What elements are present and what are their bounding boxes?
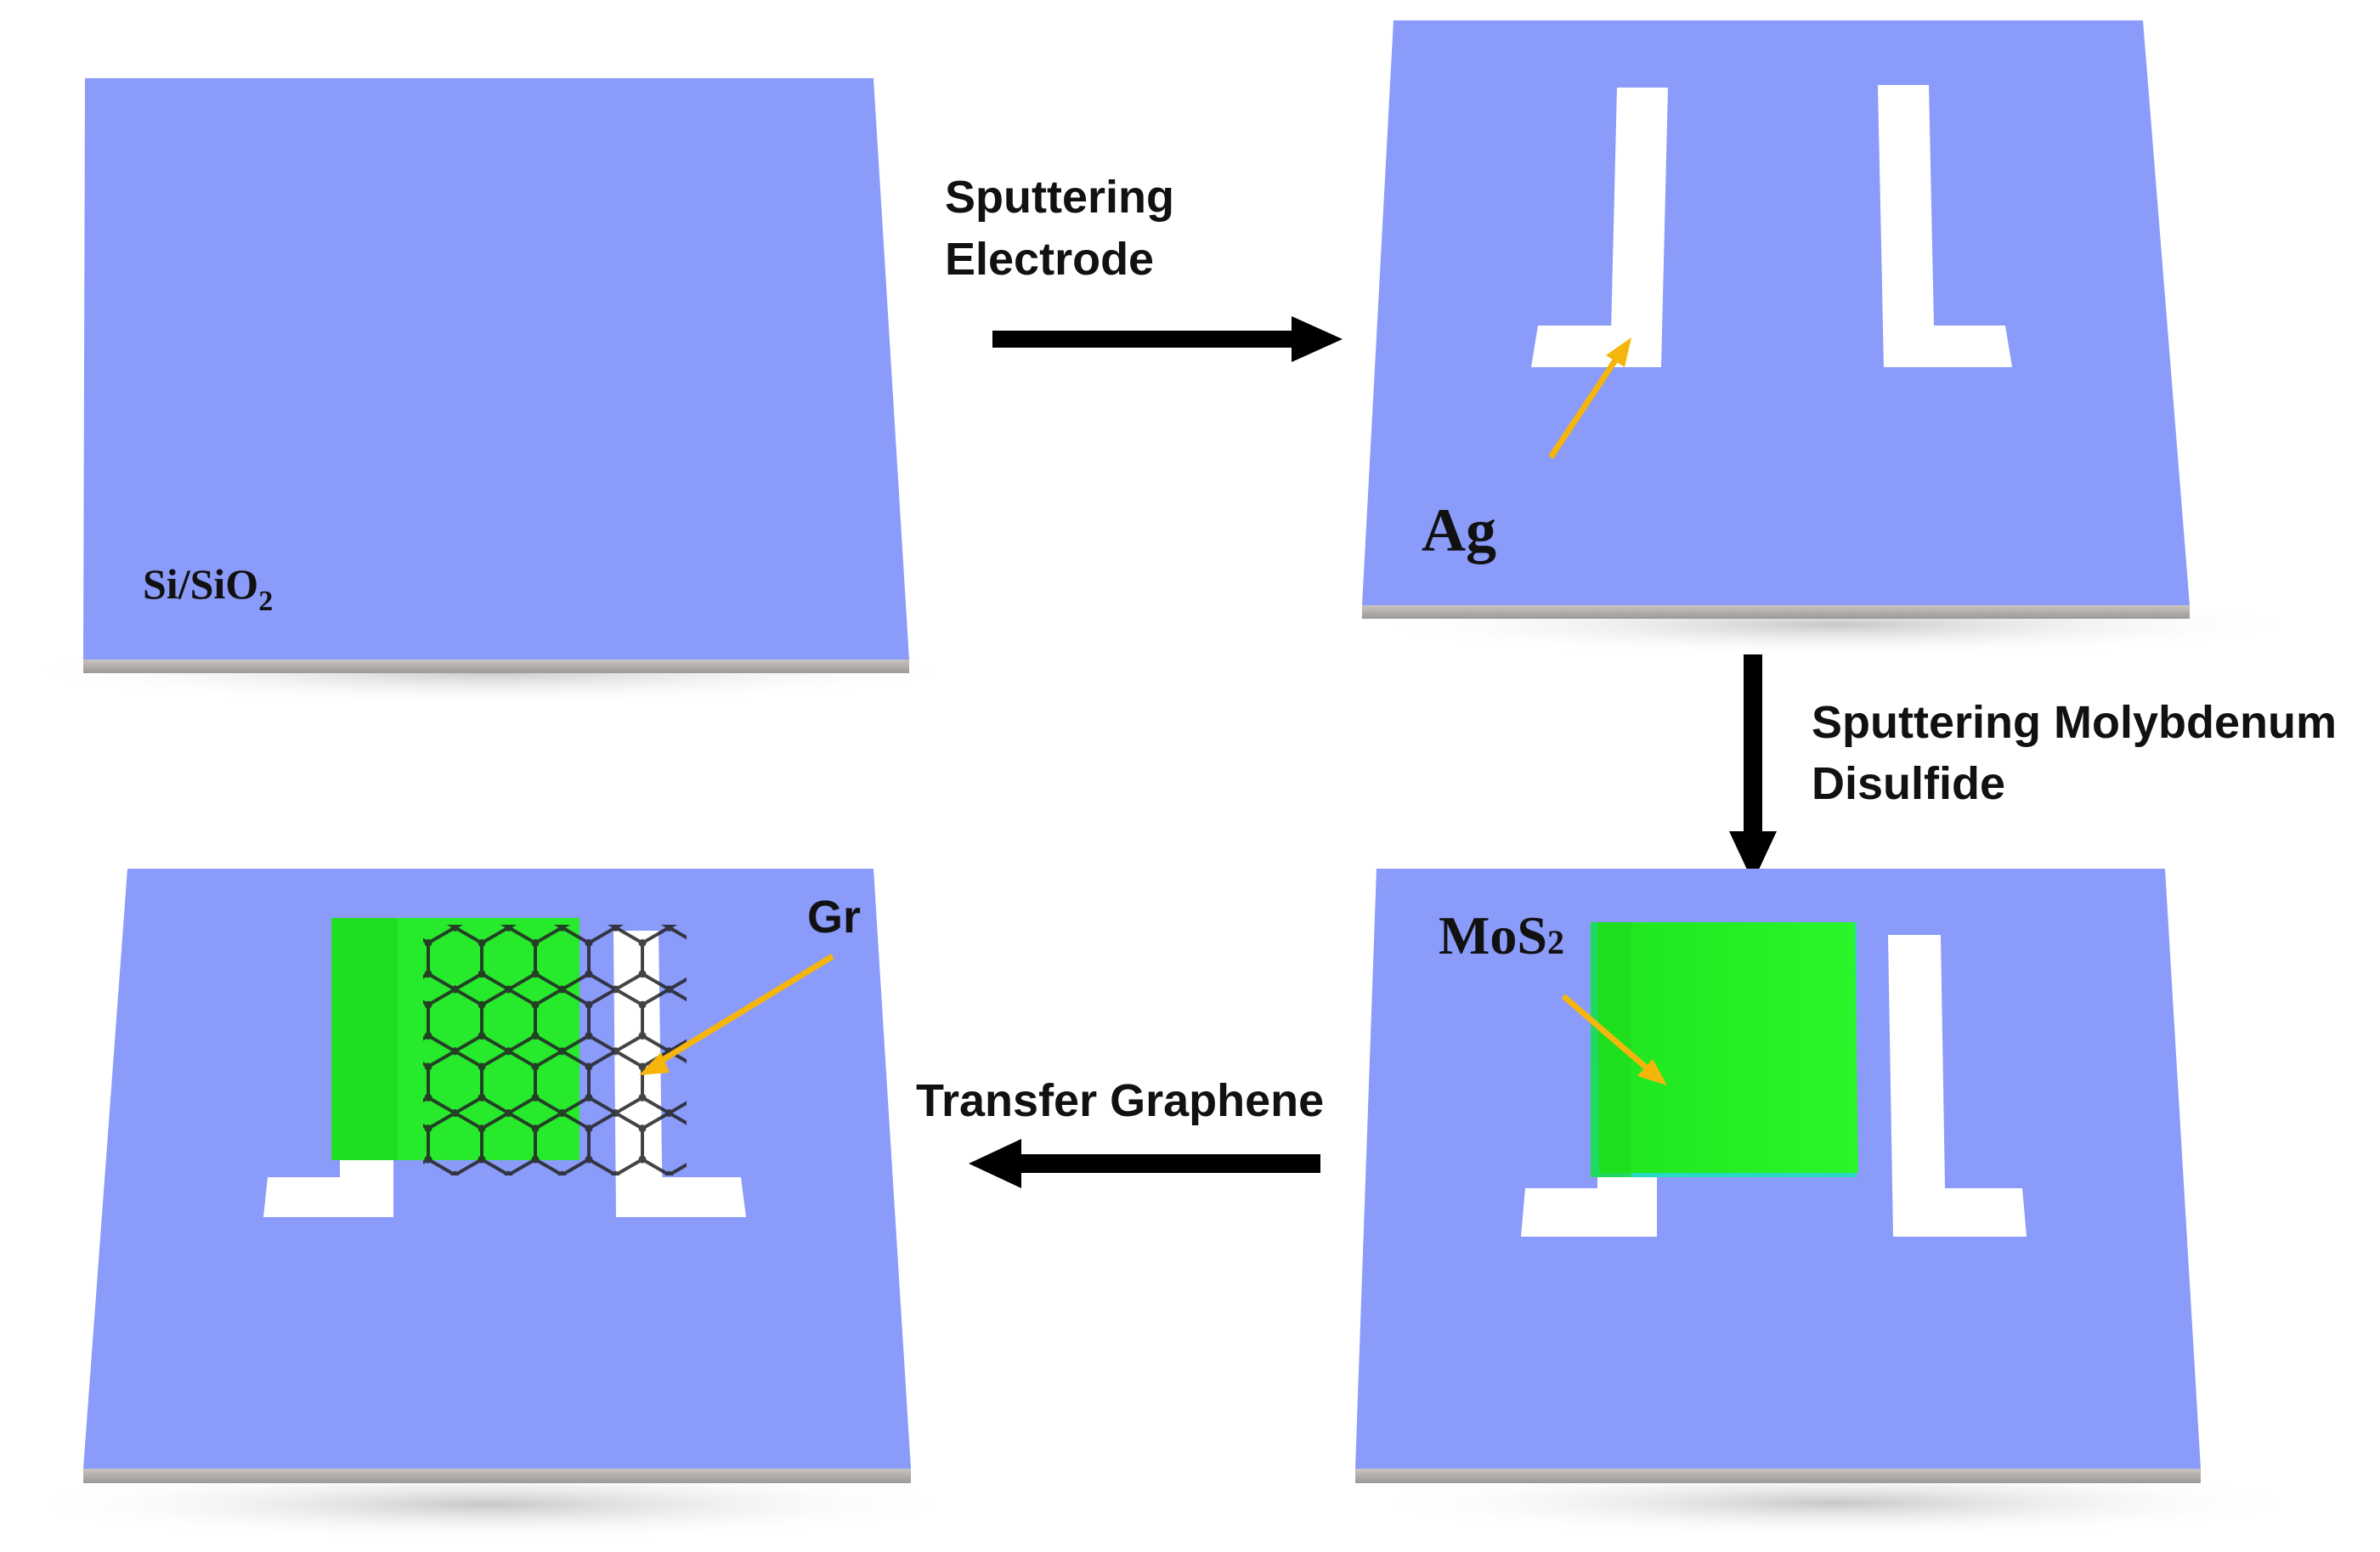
substrate-side: [1355, 1469, 2201, 1483]
mos2-label-main: MoS: [1439, 905, 1547, 966]
substrate-label: Si/SiO2: [143, 560, 273, 617]
ag-pointer-arrow: [1548, 337, 1631, 459]
substrate-shadow: [13, 1467, 964, 1542]
mos2-pointer-arrow: [1561, 994, 1667, 1085]
step-sputter-mos2-line1: Sputtering Molybdenum: [1812, 697, 2337, 748]
mos2-label-subscript: 2: [1547, 923, 1564, 961]
step-sputter-mos2: Sputtering Molybdenum Disulfide: [1729, 654, 2337, 882]
mos2-film: [1591, 922, 1858, 1177]
gr-pointer-arrow: [639, 954, 834, 1075]
panel-substrate: Si/SiO2: [13, 78, 964, 705]
ag-electrode-right: [1888, 935, 2027, 1237]
step-sputter-electrode: Sputtering Electrode: [945, 172, 1343, 362]
ag-label: Ag: [1422, 496, 1496, 564]
substrate-side: [1362, 605, 2190, 619]
step-sputter-mos2-line2: Disulfide: [1812, 758, 2005, 809]
ag-electrode-left: [1531, 88, 1668, 367]
ag-electrode-left: [263, 1160, 393, 1217]
substrate-shadow: [1360, 1467, 2311, 1538]
substrate-side: [83, 660, 909, 673]
substrate-label-main: Si/SiO: [143, 560, 258, 608]
panel-graphene: Gr: [13, 869, 964, 1542]
arrow-left-icon: [969, 1139, 1320, 1188]
arrow-right-icon: [992, 316, 1343, 362]
mos2-label: MoS2: [1439, 905, 1564, 966]
step-sputter-electrode-line1: Sputtering: [945, 172, 1174, 223]
step-sputter-electrode-line2: Electrode: [945, 234, 1154, 285]
substrate-top: [1362, 20, 2190, 605]
ag-electrode-right: [1878, 85, 2012, 367]
substrate-top: [83, 78, 909, 660]
step-transfer-graphene: Transfer Graphene: [916, 1075, 1324, 1188]
substrate-label-subscript: 2: [258, 586, 273, 617]
graphene-lattice: [423, 925, 687, 1175]
panel-electrodes: Ag: [1360, 20, 2311, 657]
panel-mos2: MoS2: [1355, 869, 2311, 1538]
gr-label: Gr: [807, 892, 861, 943]
substrate-side: [83, 1469, 911, 1483]
step-transfer-graphene-line1: Transfer Graphene: [916, 1075, 1324, 1126]
arrow-down-icon: [1729, 654, 1777, 882]
